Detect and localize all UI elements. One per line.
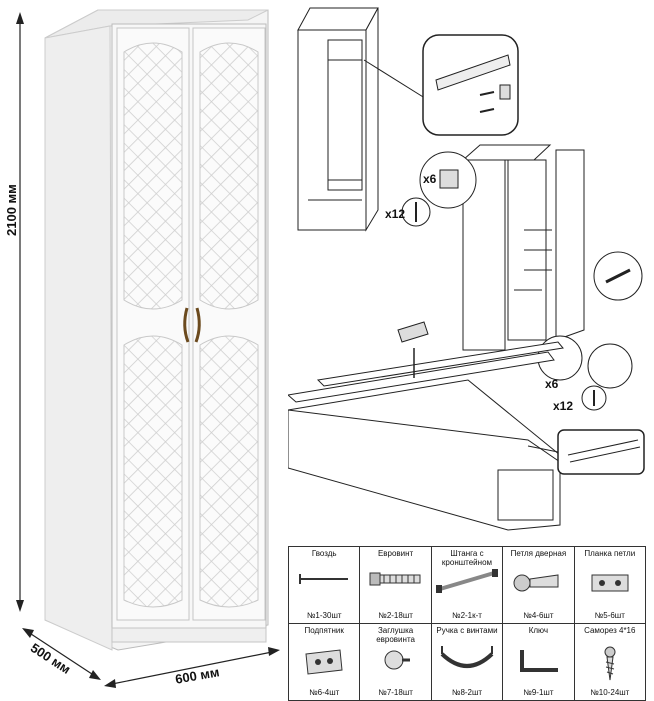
screw-quantity-callout: x12 [385,207,406,221]
part-count: №9-1шт [523,688,554,697]
part-count: №10-24шт [590,688,630,697]
assembly-steps-illustration [288,7,645,531]
hinge-plate-icon [591,574,629,592]
hex-key-icon [520,650,559,672]
part-count: №6-4шт [309,688,340,697]
screw-quantity-callout-bottom: x12 [553,399,574,413]
euroscrew-icon [369,572,421,586]
nail-icon [299,574,349,584]
height-dimension-label: 2100 мм [4,184,19,236]
part-count: №8-2шт [451,688,483,697]
part-cell: Гвоздь №1-30шт [287,546,361,624]
part-count: №1-30шт [306,611,342,620]
wardrobe-illustration [16,9,280,688]
wood-screw-icon [604,646,616,681]
part-name: Евровинт [377,549,414,558]
part-name: Штанга с кронштейном [441,549,493,567]
hardware-parts-table: Гвоздь №1-30шт Евровинт №2-18шт Штанга с… [287,546,647,701]
foot-pad-icon [305,649,343,675]
part-name: Подпятник [304,626,344,635]
hinge-quantity-callout: x6 [423,172,437,186]
part-cell: Петля дверная №4-6шт [502,546,575,624]
part-count: №2-1к-т [451,611,482,620]
part-name: Заглушка евровинта [376,626,415,644]
rod-icon [435,569,498,593]
part-name: Ручка с винтами [436,626,498,635]
part-name: Планка петли [584,549,636,558]
part-name: Ключ [528,626,549,635]
part-count: №5-6шт [594,611,625,620]
part-cell: Ключ №9-1шт [502,623,575,701]
handle-icon [440,646,494,668]
part-count: №2-18шт [378,611,413,620]
part-cell: Планка петли №5-6шт [573,546,647,624]
part-count: №7-18шт [378,688,413,697]
part-cell: Саморез 4*16 №10-24шт [573,623,647,701]
door-hinge-icon [513,574,559,592]
hinge-quantity-callout-bottom: x6 [545,377,559,391]
part-name: Петля дверная [510,549,567,558]
part-cell: Штанга с кронштейном №2-1к-т [430,546,504,624]
part-name: Саморез 4*16 [584,626,636,635]
part-cell: Евровинт №2-18шт [359,546,432,624]
part-name: Гвоздь [311,549,337,558]
screw-cap-icon [384,650,410,670]
part-cell: Подпятник №6-4шт [287,623,361,701]
part-cell: Заглушка евровинта №7-18шт [359,623,432,701]
part-cell: Ручка с винтами №8-2шт [430,623,504,701]
part-count: №4-6шт [523,611,554,620]
